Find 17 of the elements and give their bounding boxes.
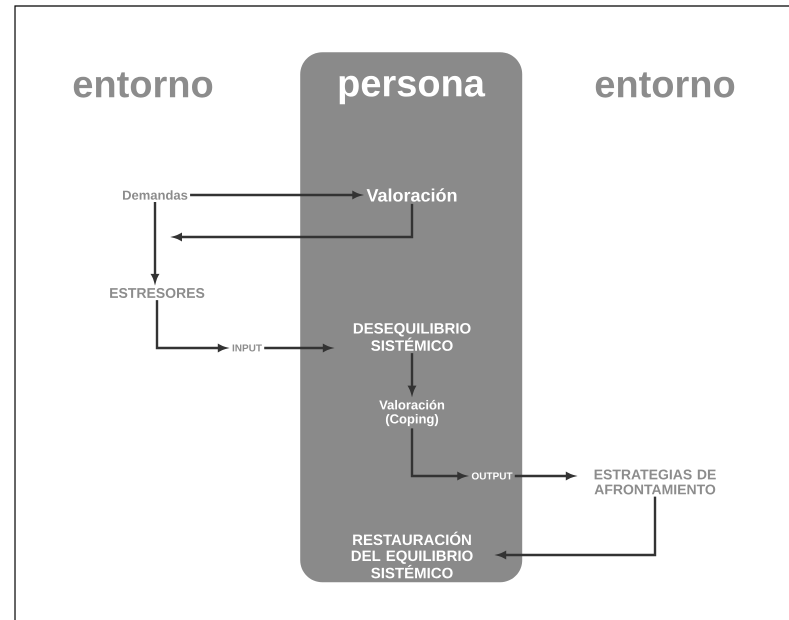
flow-text: INPUT — [232, 344, 262, 352]
arrow — [156, 300, 226, 352]
flow-text: Valoración (Coping) — [379, 400, 444, 426]
arrow — [264, 344, 332, 352]
flow-text: ESTRATEGIAS DE AFRONTAMIENTO — [594, 470, 716, 494]
flow-text: Valoración — [366, 188, 456, 202]
arrow — [498, 496, 656, 559]
flow-text: OUTPUT — [472, 472, 512, 480]
flow-text: Demandas — [123, 190, 188, 200]
flow-text: RESTAURACIÓN DEL EQUILIBRIO SISTÉMICO — [352, 532, 473, 578]
arrow — [151, 202, 159, 282]
arrow — [190, 191, 361, 199]
arrow — [514, 472, 574, 480]
flow-text: ESTRESORES — [110, 288, 204, 298]
region-heading: entorno — [74, 72, 212, 98]
flow-text: DESEQUILIBRIO SISTÉMICO — [354, 323, 471, 351]
region-heading: entorno — [596, 72, 734, 98]
